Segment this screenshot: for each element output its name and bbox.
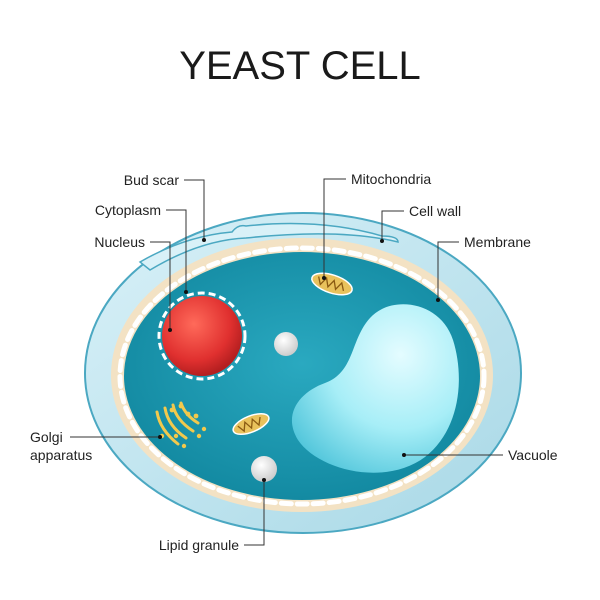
dot-golgi [158,435,162,439]
dot-nucleus [168,328,172,332]
membrane-dashes [117,245,487,507]
dot-bud-scar [202,238,206,242]
label-nucleus: Nucleus [94,234,145,250]
leader-nucleus [150,241,171,330]
leader-membrane [437,241,459,300]
dot-membrane [436,298,440,302]
small-granule [274,332,298,356]
leader-cytoplasm [166,209,187,292]
dot-mitochondria [322,276,326,280]
diagram-title: YEAST CELL [179,44,421,88]
lipid-granule-shape [251,456,277,482]
label-golgi-line2: apparatus [30,447,92,463]
label-bud-scar: Bud scar [124,172,180,188]
label-vacuole: Vacuole [508,447,558,463]
label-lipid-granule: Lipid granule [159,537,239,553]
label-mitochondria: Mitochondria [351,171,431,187]
label-cell-wall: Cell wall [409,203,461,219]
leader-lipid-granule [244,480,265,546]
label-cytoplasm: Cytoplasm [95,202,161,218]
dot-vacuole [402,453,406,457]
mitochondrion-top [311,272,353,296]
mitochondrion-middle [232,412,270,436]
dot-cell-wall [380,239,384,243]
label-golgi-line1: Golgi [30,429,63,445]
leader-cell-wall [381,210,404,241]
dot-lipid-granule [262,478,266,482]
dot-cytoplasm [184,290,188,294]
vacuole-shape [291,304,459,473]
label-membrane: Membrane [464,234,531,250]
bud-scar-shape [138,222,399,271]
nucleus-shape [162,296,242,376]
nuclear-envelope [157,291,247,381]
leader-mitochondria [323,178,346,278]
leader-bud-scar [184,179,205,240]
